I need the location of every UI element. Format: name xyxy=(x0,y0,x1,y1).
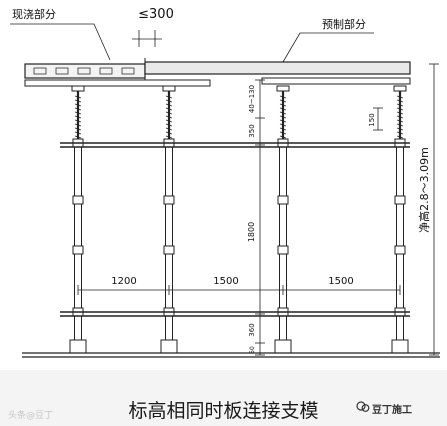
watermark: 头条@豆丁 xyxy=(8,411,54,421)
span-dimension-line xyxy=(77,285,401,295)
shoring-post xyxy=(274,85,292,354)
slab-void xyxy=(33,67,47,75)
span-dim-2: 1500 xyxy=(213,276,238,287)
shoring-posts xyxy=(69,85,409,354)
dim-40-130: 40~130 xyxy=(248,85,256,113)
slab-void xyxy=(99,67,113,75)
span-dim-3: 1500 xyxy=(328,276,353,287)
height-range-label: 净高2.8～3.09m xyxy=(417,147,431,233)
gap-limit-label: ≤300 xyxy=(138,7,174,22)
height-dimension-line xyxy=(429,63,439,356)
slab-void xyxy=(77,67,91,75)
dim-350: 350 xyxy=(248,124,256,137)
caption-band xyxy=(0,370,447,426)
cast-in-place-slab xyxy=(24,63,146,79)
beam-1 xyxy=(24,79,211,87)
brand-name: 豆丁施工 xyxy=(372,405,412,416)
span-dim-1: 1200 xyxy=(111,276,136,287)
figure-caption: 标高相同时板连接支模 xyxy=(128,400,319,422)
shoring-post xyxy=(69,85,87,354)
dim-50: 50 xyxy=(249,346,256,354)
small-dimension-line xyxy=(373,107,383,131)
cast-in-place-leader xyxy=(10,23,111,61)
shoring-post xyxy=(160,85,178,354)
dim-360: 360 xyxy=(248,323,256,336)
slab-void xyxy=(55,67,69,75)
precast-slab xyxy=(144,61,411,75)
slab-void xyxy=(121,67,135,75)
shoring-post xyxy=(391,85,409,354)
ledgers xyxy=(60,142,410,317)
precast-leader xyxy=(282,32,374,63)
dim-150: 150 xyxy=(368,113,376,126)
dim-1800: 1800 xyxy=(247,222,256,242)
precast-label: 预制部分 xyxy=(322,17,366,31)
slab-void-pattern xyxy=(33,67,135,75)
vertical-dimension-line xyxy=(255,79,265,356)
cast-in-place-label: 现浇部分 xyxy=(12,7,56,21)
beam-2 xyxy=(261,77,411,85)
brand-icon xyxy=(356,401,370,412)
gap-dimension xyxy=(132,30,162,47)
